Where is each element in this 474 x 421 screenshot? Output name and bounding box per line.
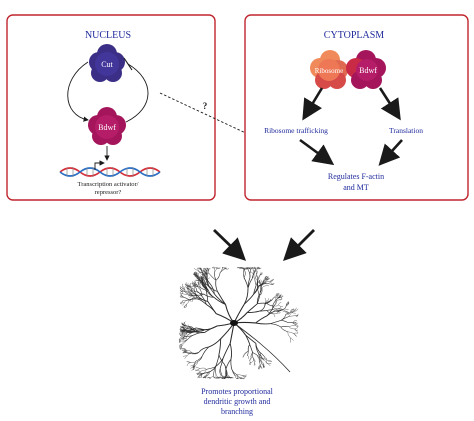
question-mark: ? bbox=[203, 101, 208, 111]
outcome-line2: dendritic growth and bbox=[204, 397, 271, 406]
ribosome-label: Ribosome bbox=[315, 67, 343, 75]
cytoplasm-panel: CYTOPLASM Ribosome Bdwf Ribosome traffic… bbox=[244, 14, 469, 201]
nucleus-title: NUCLEUS bbox=[85, 30, 131, 41]
regulates-label-line1: Regulates F-actin bbox=[328, 172, 384, 181]
transcription-label-line1: Transcription activator/ bbox=[78, 181, 139, 188]
neuron-dendrite-icon bbox=[178, 266, 299, 380]
outcome-line1: Promotes proportional bbox=[201, 387, 274, 396]
bdwf-cytoplasm-label: Bdwf bbox=[359, 66, 377, 75]
bdwf-cytoplasm-protein-icon bbox=[346, 50, 386, 89]
nucleus-box bbox=[6, 14, 216, 201]
ribosome-trafficking-label: Ribosome trafficking bbox=[264, 126, 328, 135]
cytoplasm-title: CYTOPLASM bbox=[324, 30, 384, 41]
translation-to-regulates-arrow bbox=[378, 139, 403, 166]
ribosome-icon bbox=[310, 50, 348, 89]
cytoplasm-to-neuron-arrow bbox=[283, 229, 315, 261]
cytoplasm-box bbox=[244, 14, 469, 201]
outcome-line3: branching bbox=[221, 407, 253, 416]
translation-arrow bbox=[378, 87, 401, 121]
cut-label: Cut bbox=[101, 60, 113, 69]
regulates-label-line2: and MT bbox=[343, 183, 369, 192]
cut-protein-icon bbox=[89, 44, 125, 82]
nucleus-to-neuron-arrow bbox=[213, 228, 247, 261]
ribosome-trafficking-arrow bbox=[302, 87, 324, 121]
cut-to-bdwf-arrow bbox=[67, 61, 89, 122]
nucleus-panel: NUCLEUS Cut Bdwf bbox=[6, 14, 216, 201]
dashed-question-arrow bbox=[159, 92, 326, 171]
translation-label: Translation bbox=[389, 126, 423, 135]
transcription-label-line2: repressor? bbox=[95, 189, 122, 196]
inhibit-bar bbox=[123, 57, 133, 71]
bdwf-nucleus-protein-icon bbox=[88, 107, 126, 145]
dna-helix-icon bbox=[59, 160, 161, 177]
bdwf-to-cut-inhibit bbox=[125, 63, 149, 123]
neuron-soma bbox=[230, 320, 238, 326]
bdwf-nucleus-label: Bdwf bbox=[98, 123, 116, 132]
trafficking-to-regulates-arrow bbox=[299, 138, 335, 166]
